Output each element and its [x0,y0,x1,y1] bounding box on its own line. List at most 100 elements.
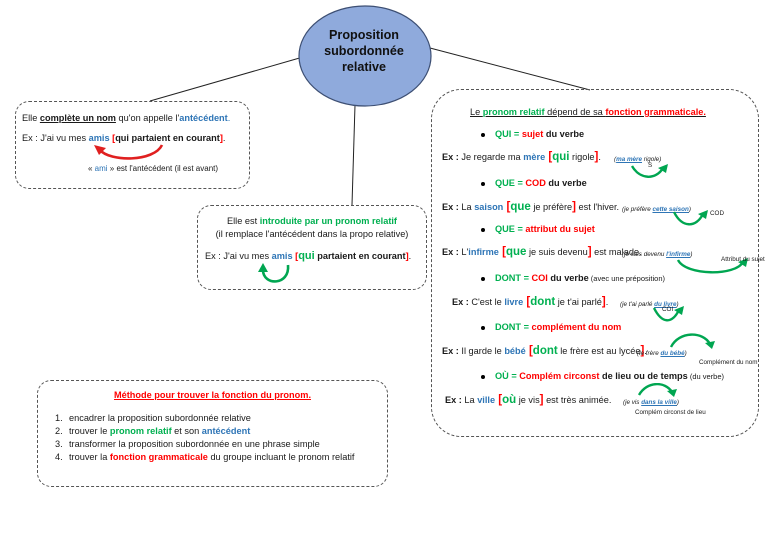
keyword-grammatical-function: fonction grammaticale. [605,107,706,117]
example-label: Ex : [452,297,469,307]
rule-line: DONT = complément du nom [481,322,621,333]
central-node-line: Proposition [329,28,399,42]
introduction-example: Ex : J'ai vu mes amis [qui partaient en … [205,251,411,262]
text: qu'on appelle l' [115,113,180,123]
rule-example: Ex : La saison [que je préfère] est l'hi… [442,201,620,213]
keyword-antecedent: antécédent [179,113,228,123]
text: . [605,297,609,307]
paraphrase-highlight: du bébé [660,350,685,357]
bracket: ] [601,296,606,308]
step-number: 2. [55,426,63,436]
text: = [511,129,522,139]
method-step: 3.transformer la proposition subordonnée… [55,438,354,451]
text: ) [676,301,679,308]
keyword-antecedent: antécédent [201,426,251,436]
method-step: 1. encadrer la proposition subordonnée re… [55,412,354,425]
rule-line: QUE = attribut du sujet [481,224,595,235]
text: La [461,395,478,405]
keyword-introduced-by-relative-pronoun: introduite par un pronom relatif [259,216,397,226]
example-antecedent: saison [474,202,504,212]
curved-arrow-icon [672,210,708,226]
curved-arrow-icon [676,258,748,274]
rule-line: QUI = sujet du verbe [481,129,584,140]
bracket: [ [503,201,511,213]
text: (il remplace l'antécédent dans la propo … [215,229,409,239]
bracket: [ [495,394,503,406]
rule-function: complément du nom [531,322,622,332]
arrow-label: Complém circonst de lieu [635,409,706,416]
example-antecedent: bébé [504,346,526,356]
example-clause: le frère est au lycée [557,346,641,356]
text: Elle [22,113,40,123]
bracket: ] [572,201,576,213]
method-title: Méthode pour trouver la fonction du pron… [113,390,311,400]
text: de lieu ou de temps [599,371,688,381]
example-label: Ex : [442,152,459,162]
example-relative-pronoun: que [510,201,531,213]
text: ) [688,206,691,213]
bullet-icon [481,374,485,379]
rule-example: Ex : Je regarde ma mère [qui rigole]. [442,151,601,163]
bullet-icon [481,276,485,281]
text: Ex : J'ai vu mes [205,251,272,261]
functions-title: Le pronom relatif dépend de sa fonction … [470,107,706,118]
text: Je regarde ma [458,152,524,162]
keyword-relative-pronoun: pronom relatif [482,107,545,117]
example-clause: je suis devenu [526,247,588,257]
rule-pronoun: QUE [495,224,515,234]
text: ( [614,156,617,163]
central-node-line: subordonnée [324,44,404,58]
text: est l'hiver. [576,202,620,212]
text: du groupe incluant le pronom relatif [207,452,355,462]
introduction-line-2: (il remplace l'antécédent dans la propo … [197,229,427,240]
arrow-label: COD [710,210,724,217]
rule-function: Complém circonst [519,371,600,381]
text: dépend de sa [544,107,606,117]
rule-note: (avec une préposition) [588,274,666,283]
example-antecedent: amis [271,251,293,261]
text: . [227,113,231,123]
example-antecedent: ville [477,395,496,405]
example-paraphrase: (je vis dans la ville) [623,397,679,408]
bracket: ] [640,345,645,357]
example-antecedent: livre [504,297,524,307]
connector-right [429,47,591,91]
example-antecedent: amis [88,133,110,143]
bullet-icon [481,181,485,186]
text: = [514,178,526,188]
example-label: Ex : [445,395,462,405]
keyword-complete-noun: complète un nom [39,113,116,123]
example-label: Ex : [442,202,459,212]
rule-example: Ex : La ville [où je vis] est très animé… [445,394,611,406]
central-node-line: relative [341,60,387,74]
rule-example: Ex : L'infirme [que je suis devenu] est … [442,246,642,258]
paraphrase-highlight: du livre [654,301,677,308]
text: « [88,164,95,173]
method-box [37,380,388,487]
bullet-icon [481,325,485,330]
example-paraphrase: (le frère du bébé) [637,348,687,359]
arrow-label: Attribut du sujet [721,256,765,263]
bracket: [ [109,133,116,143]
rule-pronoun: DONT [495,322,522,332]
text: rigole) [642,156,662,163]
text: encadrer la proposition subordonnée rela… [69,413,251,423]
arrow-label: Complément du nom [699,359,758,366]
text: du verbe [545,178,587,188]
text: et son [171,426,202,436]
arrow-label: S [648,162,653,169]
step-number: 1. [55,413,63,423]
bracket: [ [525,345,533,357]
example-label: Ex : [442,247,459,257]
example-relative-pronoun: dont [532,345,558,357]
example-relative-pronoun: qui [298,250,315,262]
central-node-title: Proposition subordonnée relative [300,27,428,75]
paraphrase-highlight: cette saison [652,206,689,213]
text: (je suis devenu [622,251,667,258]
example-antecedent: mère [523,152,546,162]
example-relative-pronoun: que [505,246,527,258]
curved-arrow-icon [630,164,668,178]
text: du verbe [543,129,585,139]
text: ) [690,251,693,258]
example-relative-clause: qui partaient en courant [115,133,220,143]
